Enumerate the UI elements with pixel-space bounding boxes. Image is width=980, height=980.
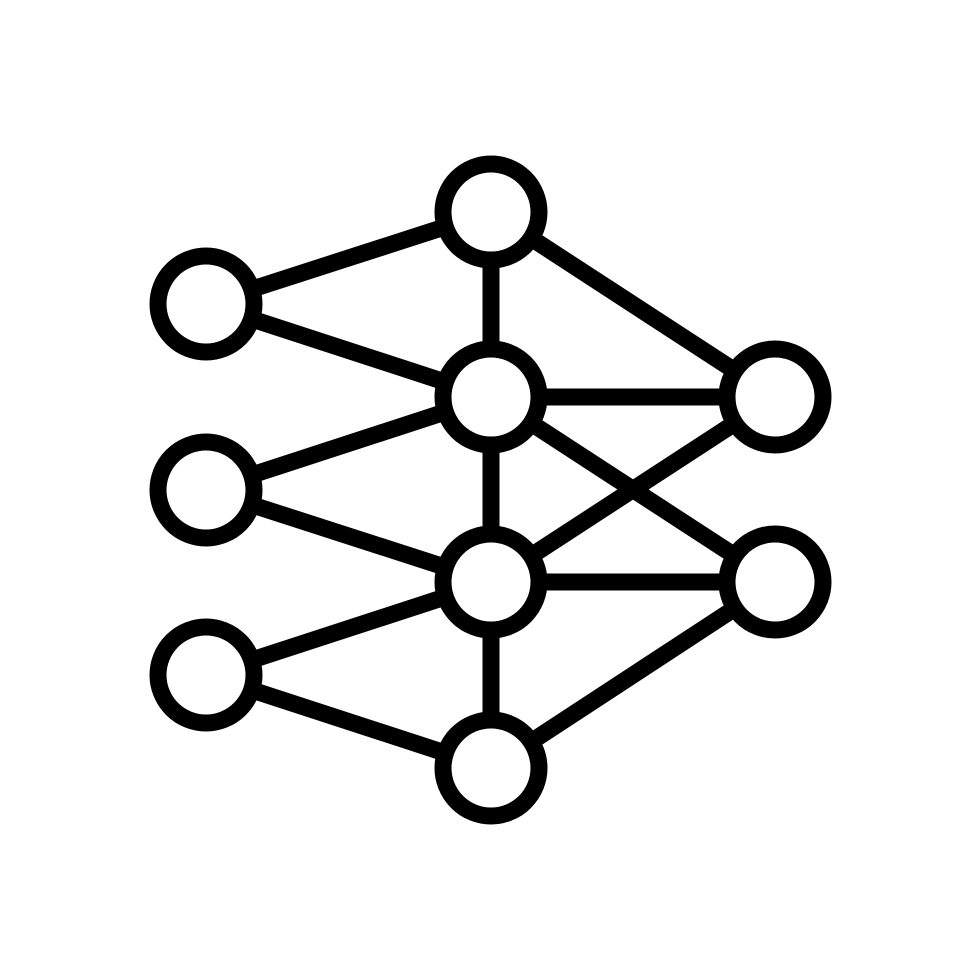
edge-b4-c2 [486, 574, 780, 776]
node-hidden-b2 [434, 340, 548, 454]
nodes-group [149, 155, 832, 825]
node-input-a1 [149, 247, 263, 361]
node-output-c1 [718, 340, 832, 454]
node-output-c2 [718, 525, 832, 639]
node-input-a2 [149, 433, 263, 547]
node-hidden-b4 [434, 711, 548, 825]
node-hidden-b3 [434, 525, 548, 639]
node-hidden-b1 [434, 155, 548, 269]
node-input-a3 [149, 618, 263, 732]
